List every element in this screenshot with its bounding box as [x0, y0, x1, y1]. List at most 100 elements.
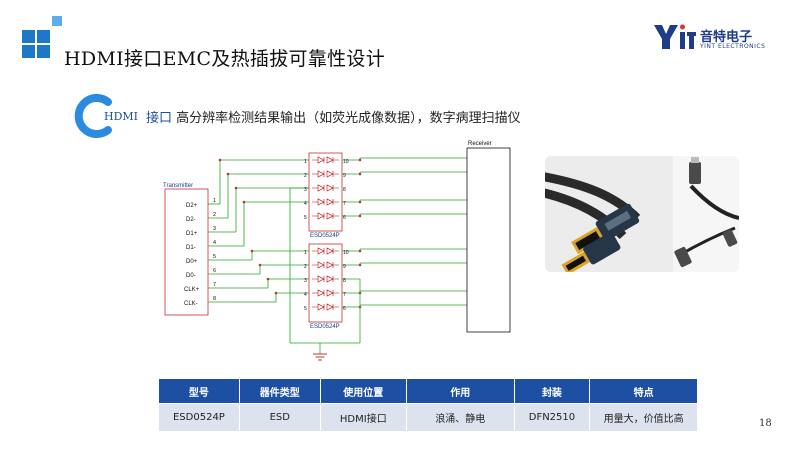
table-cell: 用量大，价值比高 — [589, 403, 698, 432]
pin-number: 3 — [213, 226, 216, 232]
chip-pin-number: 9 — [343, 264, 346, 270]
chip-pin-number: 6 — [343, 215, 346, 221]
junction-dot — [250, 249, 254, 253]
chip-pin-number: 9 — [343, 173, 346, 179]
c-shape-icon — [74, 94, 112, 138]
receiver-label: Receiver — [468, 141, 492, 147]
chip-pin-number: 5 — [304, 215, 307, 221]
junction-dot — [234, 186, 238, 190]
page-number: 18 — [759, 418, 772, 429]
table-header: 特点 — [589, 378, 698, 404]
chip-pin-number: 3 — [304, 187, 307, 193]
junction-dot — [358, 158, 362, 162]
spec-table: 型号 器件类型 使用位置 作用 封装 特点 ESD0524P ESD HDMI接… — [158, 378, 698, 432]
chip-pin-number: 1 — [304, 159, 307, 165]
pin-label: D0- — [186, 273, 196, 279]
ground-icon — [313, 343, 327, 361]
junction-dot — [358, 249, 362, 253]
pin-number: 6 — [213, 268, 216, 274]
table-cell: 浪涌、静电 — [405, 403, 515, 432]
table-cell: ESD0524P — [158, 403, 240, 432]
brand-name-cn: 音特电子 — [700, 30, 753, 45]
chip-pin-number: 2 — [304, 264, 307, 270]
pin-number: 2 — [213, 212, 216, 218]
diode-pair-icon — [317, 184, 334, 192]
pin-number: 8 — [213, 296, 216, 302]
hdmi-esd-schematic: Transmitter D2+ D2- D1+ D1- D0+ D0- CLK+… — [163, 141, 511, 361]
esd-chip-2: ESD0524P — [308, 243, 343, 330]
pin-label: D2- — [186, 217, 196, 223]
chip-pin-number: 8 — [343, 187, 346, 193]
table-header: 器件类型 — [238, 378, 321, 404]
page-title: HDMI接口EMC及热插拔可靠性设计 — [64, 48, 386, 70]
chip-pin-number: 6 — [343, 306, 346, 312]
pin-label: CLK+ — [184, 287, 200, 293]
transmitter-pins: D2+ D2- D1+ D1- D0+ D0- CLK+ CLK- — [184, 203, 200, 307]
diode-pair-icon — [317, 247, 334, 255]
junction-dot — [358, 200, 362, 204]
junction-dot — [358, 172, 362, 176]
chip-pin-number: 10 — [343, 159, 349, 165]
corner-logo-icon — [22, 16, 62, 58]
pin-number: 1 — [213, 198, 216, 204]
chip-pin-numbers-2: 1 2 3 4 5 10 9 8 7 6 — [304, 250, 349, 312]
diode-pair-icon — [317, 170, 334, 178]
table-cell: ESD — [238, 403, 321, 432]
brand-name-en: YINT ELECTRONICS — [700, 43, 766, 50]
chip-pin-number: 4 — [304, 201, 307, 207]
pin-number: 5 — [213, 254, 216, 260]
junction-dot — [358, 263, 362, 267]
brand-logo: 音特电子 YINT ELECTRONICS — [652, 22, 772, 52]
chip-pin-number: 5 — [304, 306, 307, 312]
junction-dot — [242, 200, 246, 204]
chip-pin-numbers-1: 1 2 3 4 5 10 9 8 7 6 — [304, 159, 349, 221]
diode-pair-icon — [317, 275, 334, 283]
diode-pair-icon — [317, 198, 334, 206]
subtitle: 接口 高分辨率检测结果输出（如荧光成像数据），数字病理扫描仪 — [146, 107, 521, 126]
hdmi-cable-image — [545, 156, 739, 272]
junction-dot — [274, 291, 278, 295]
chip-pin-number: 4 — [304, 292, 307, 298]
table-header: 使用位置 — [319, 378, 407, 404]
junction-dot — [266, 277, 270, 281]
junction-dot — [358, 214, 362, 218]
esd-chip-1: ESD0524P — [308, 152, 343, 239]
diode-pair-icon — [317, 261, 334, 269]
chip-pin-number: 1 — [304, 250, 307, 256]
signal-wires — [208, 157, 467, 344]
brand-mark-icon — [654, 24, 696, 49]
subtitle-tag: HDMI — [104, 110, 139, 123]
chip-pin-number: 2 — [304, 173, 307, 179]
chip-pin-number: 7 — [343, 292, 346, 298]
transmitter-label: Transmitter — [163, 183, 193, 189]
pin-label: D0+ — [186, 259, 198, 265]
diode-pair-icon — [317, 289, 334, 297]
junction-dot — [258, 263, 262, 267]
pin-label: D2+ — [186, 203, 198, 209]
diode-pair-icon — [317, 212, 334, 220]
pin-label: CLK- — [184, 301, 198, 307]
pin-number: 4 — [213, 240, 216, 246]
table-cell: HDMI接口 — [319, 403, 407, 432]
table-header: 型号 — [158, 378, 240, 404]
chip-label: ESD0524P — [310, 324, 340, 330]
table-cell: DFN2510 — [513, 403, 591, 432]
table-header: 作用 — [405, 378, 515, 404]
chip-pin-number: 8 — [343, 278, 346, 284]
subtitle-text: 高分辨率检测结果输出（如荧光成像数据），数字病理扫描仪 — [176, 111, 521, 126]
chip-pin-number: 3 — [304, 278, 307, 284]
diode-pair-icon — [317, 303, 334, 311]
chip-pin-number: 10 — [343, 250, 349, 256]
pin-label: D1- — [186, 245, 196, 251]
chip-pin-number: 7 — [343, 201, 346, 207]
pin-number: 7 — [213, 282, 216, 288]
diode-pair-icon — [317, 156, 334, 164]
pin-numbers: 1 2 3 4 5 6 7 8 — [213, 198, 216, 302]
junction-dot — [218, 158, 222, 162]
product-photo — [545, 156, 739, 272]
chip-label: ESD0524P — [310, 233, 340, 239]
transmitter-box — [164, 188, 209, 316]
subtitle-highlight: 接口 — [146, 111, 173, 126]
table-header-row: 型号 器件类型 使用位置 作用 封装 特点 — [158, 378, 698, 404]
junction-dot — [226, 172, 230, 176]
